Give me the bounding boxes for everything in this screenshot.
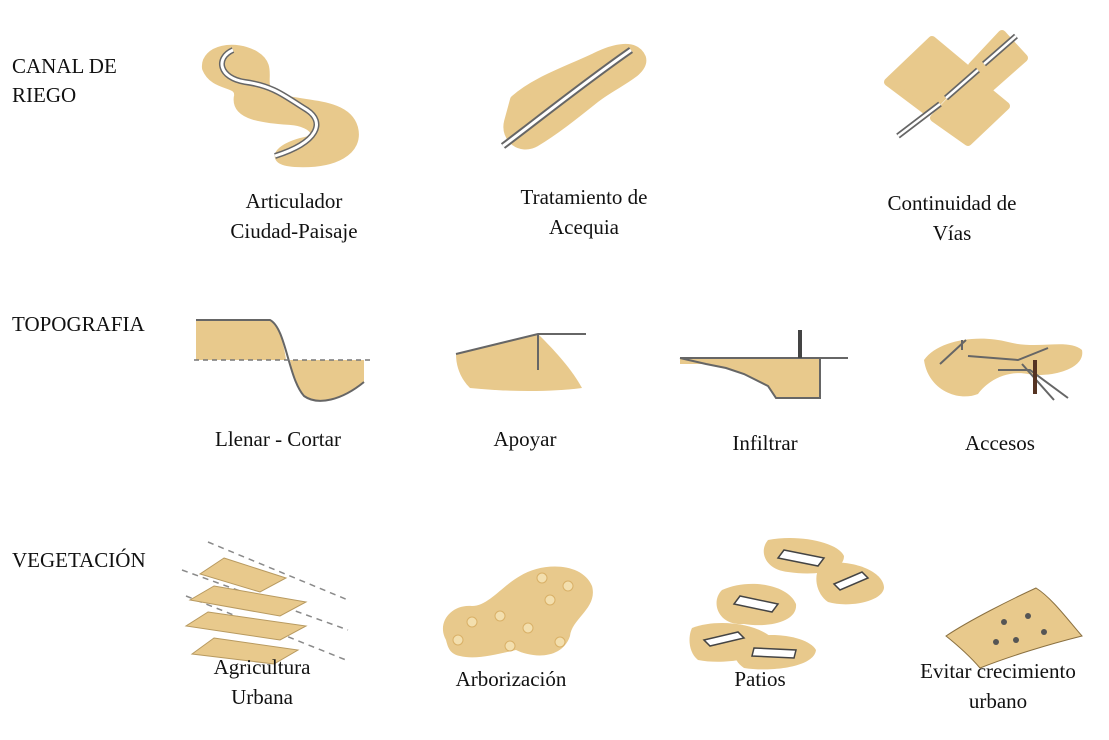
caption-llenar-cortar: Llenar - Cortar: [215, 427, 341, 451]
caption-articulador: Articulador Ciudad-Paisaje: [230, 189, 358, 243]
growth-limit-icon: [945, 587, 1083, 669]
caption-infiltrar: Infiltrar: [732, 431, 798, 455]
caption-patios: Patios: [734, 667, 786, 691]
caption-continuidad: Continuidad de Vías: [887, 191, 1017, 245]
infiltrate-icon: [679, 330, 848, 399]
urban-agriculture-icon: [181, 541, 349, 665]
caption-accesos: Accesos: [965, 431, 1035, 455]
caption-evitar: Evitar crecimiento urbano: [920, 659, 1076, 713]
row-label-canal: CANAL DE RIEGO: [12, 54, 117, 107]
winding-canal-icon: [202, 44, 359, 168]
acequia-icon: [500, 44, 647, 150]
access-icon: [924, 338, 1083, 401]
caption-arborizacion: Arborización: [455, 667, 567, 691]
caption-apoyar: Apoyar: [493, 427, 557, 451]
caption-tratamiento: Tratamiento de Acequia: [520, 185, 648, 239]
cut-fill-icon: [194, 319, 372, 402]
tree-planting-icon: [442, 566, 593, 658]
row-label-topografia: TOPOGRAFIA: [12, 312, 145, 336]
road-continuity-icon: [884, 30, 1028, 146]
support-slope-icon: [455, 333, 586, 391]
courtyards-icon: [689, 537, 884, 670]
row-label-vegetacion: VEGETACIÓN: [12, 548, 146, 572]
caption-agricultura: Agricultura Urbana: [213, 655, 311, 709]
